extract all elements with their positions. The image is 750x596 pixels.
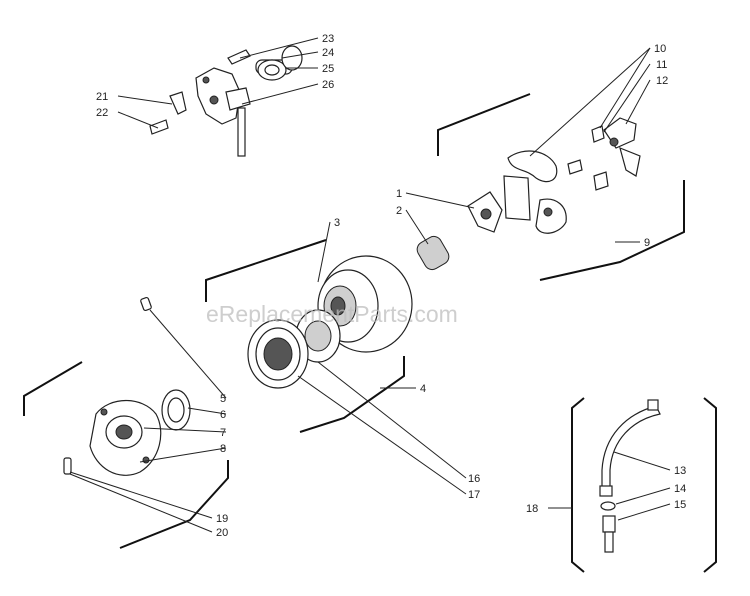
callout-23: 23 xyxy=(322,33,334,45)
callout-1: 1 xyxy=(396,188,402,200)
callout-3: 3 xyxy=(334,217,340,229)
callout-22: 22 xyxy=(96,107,108,119)
callout-16: 16 xyxy=(468,473,480,485)
callout-25: 25 xyxy=(322,63,334,75)
callout-20: 20 xyxy=(216,527,228,539)
clutch-assembly xyxy=(416,117,641,271)
callout-19: 19 xyxy=(216,513,228,525)
callout-11: 11 xyxy=(656,59,667,71)
callout-17: 17 xyxy=(468,489,480,501)
callout-numbers: 23 24 25 26 21 22 10 11 12 1 2 9 3 4 5 6… xyxy=(96,33,686,539)
callout-21: 21 xyxy=(96,91,108,103)
leader-lines xyxy=(69,37,671,533)
callout-26: 26 xyxy=(322,79,334,91)
callout-12: 12 xyxy=(656,75,668,87)
callout-13: 13 xyxy=(674,465,686,477)
callout-2: 2 xyxy=(396,205,402,217)
callout-6: 6 xyxy=(220,409,226,421)
callout-4: 4 xyxy=(420,383,426,395)
rim-sprocket xyxy=(247,309,341,389)
callout-8: 8 xyxy=(220,443,226,455)
callout-14: 14 xyxy=(674,483,686,495)
callout-18: 18 xyxy=(526,503,538,515)
group-brackets xyxy=(23,93,717,573)
watermark-text: eReplacementParts.com xyxy=(206,301,458,327)
oil-pump-assembly xyxy=(149,45,303,157)
callout-5: 5 xyxy=(220,393,226,405)
callout-9: 9 xyxy=(644,237,650,249)
callout-15: 15 xyxy=(674,499,686,511)
callout-24: 24 xyxy=(322,47,334,59)
side-cover-assembly xyxy=(63,296,191,476)
callout-10: 10 xyxy=(654,43,666,55)
callout-7: 7 xyxy=(220,427,226,439)
oil-line-assembly xyxy=(599,399,661,553)
